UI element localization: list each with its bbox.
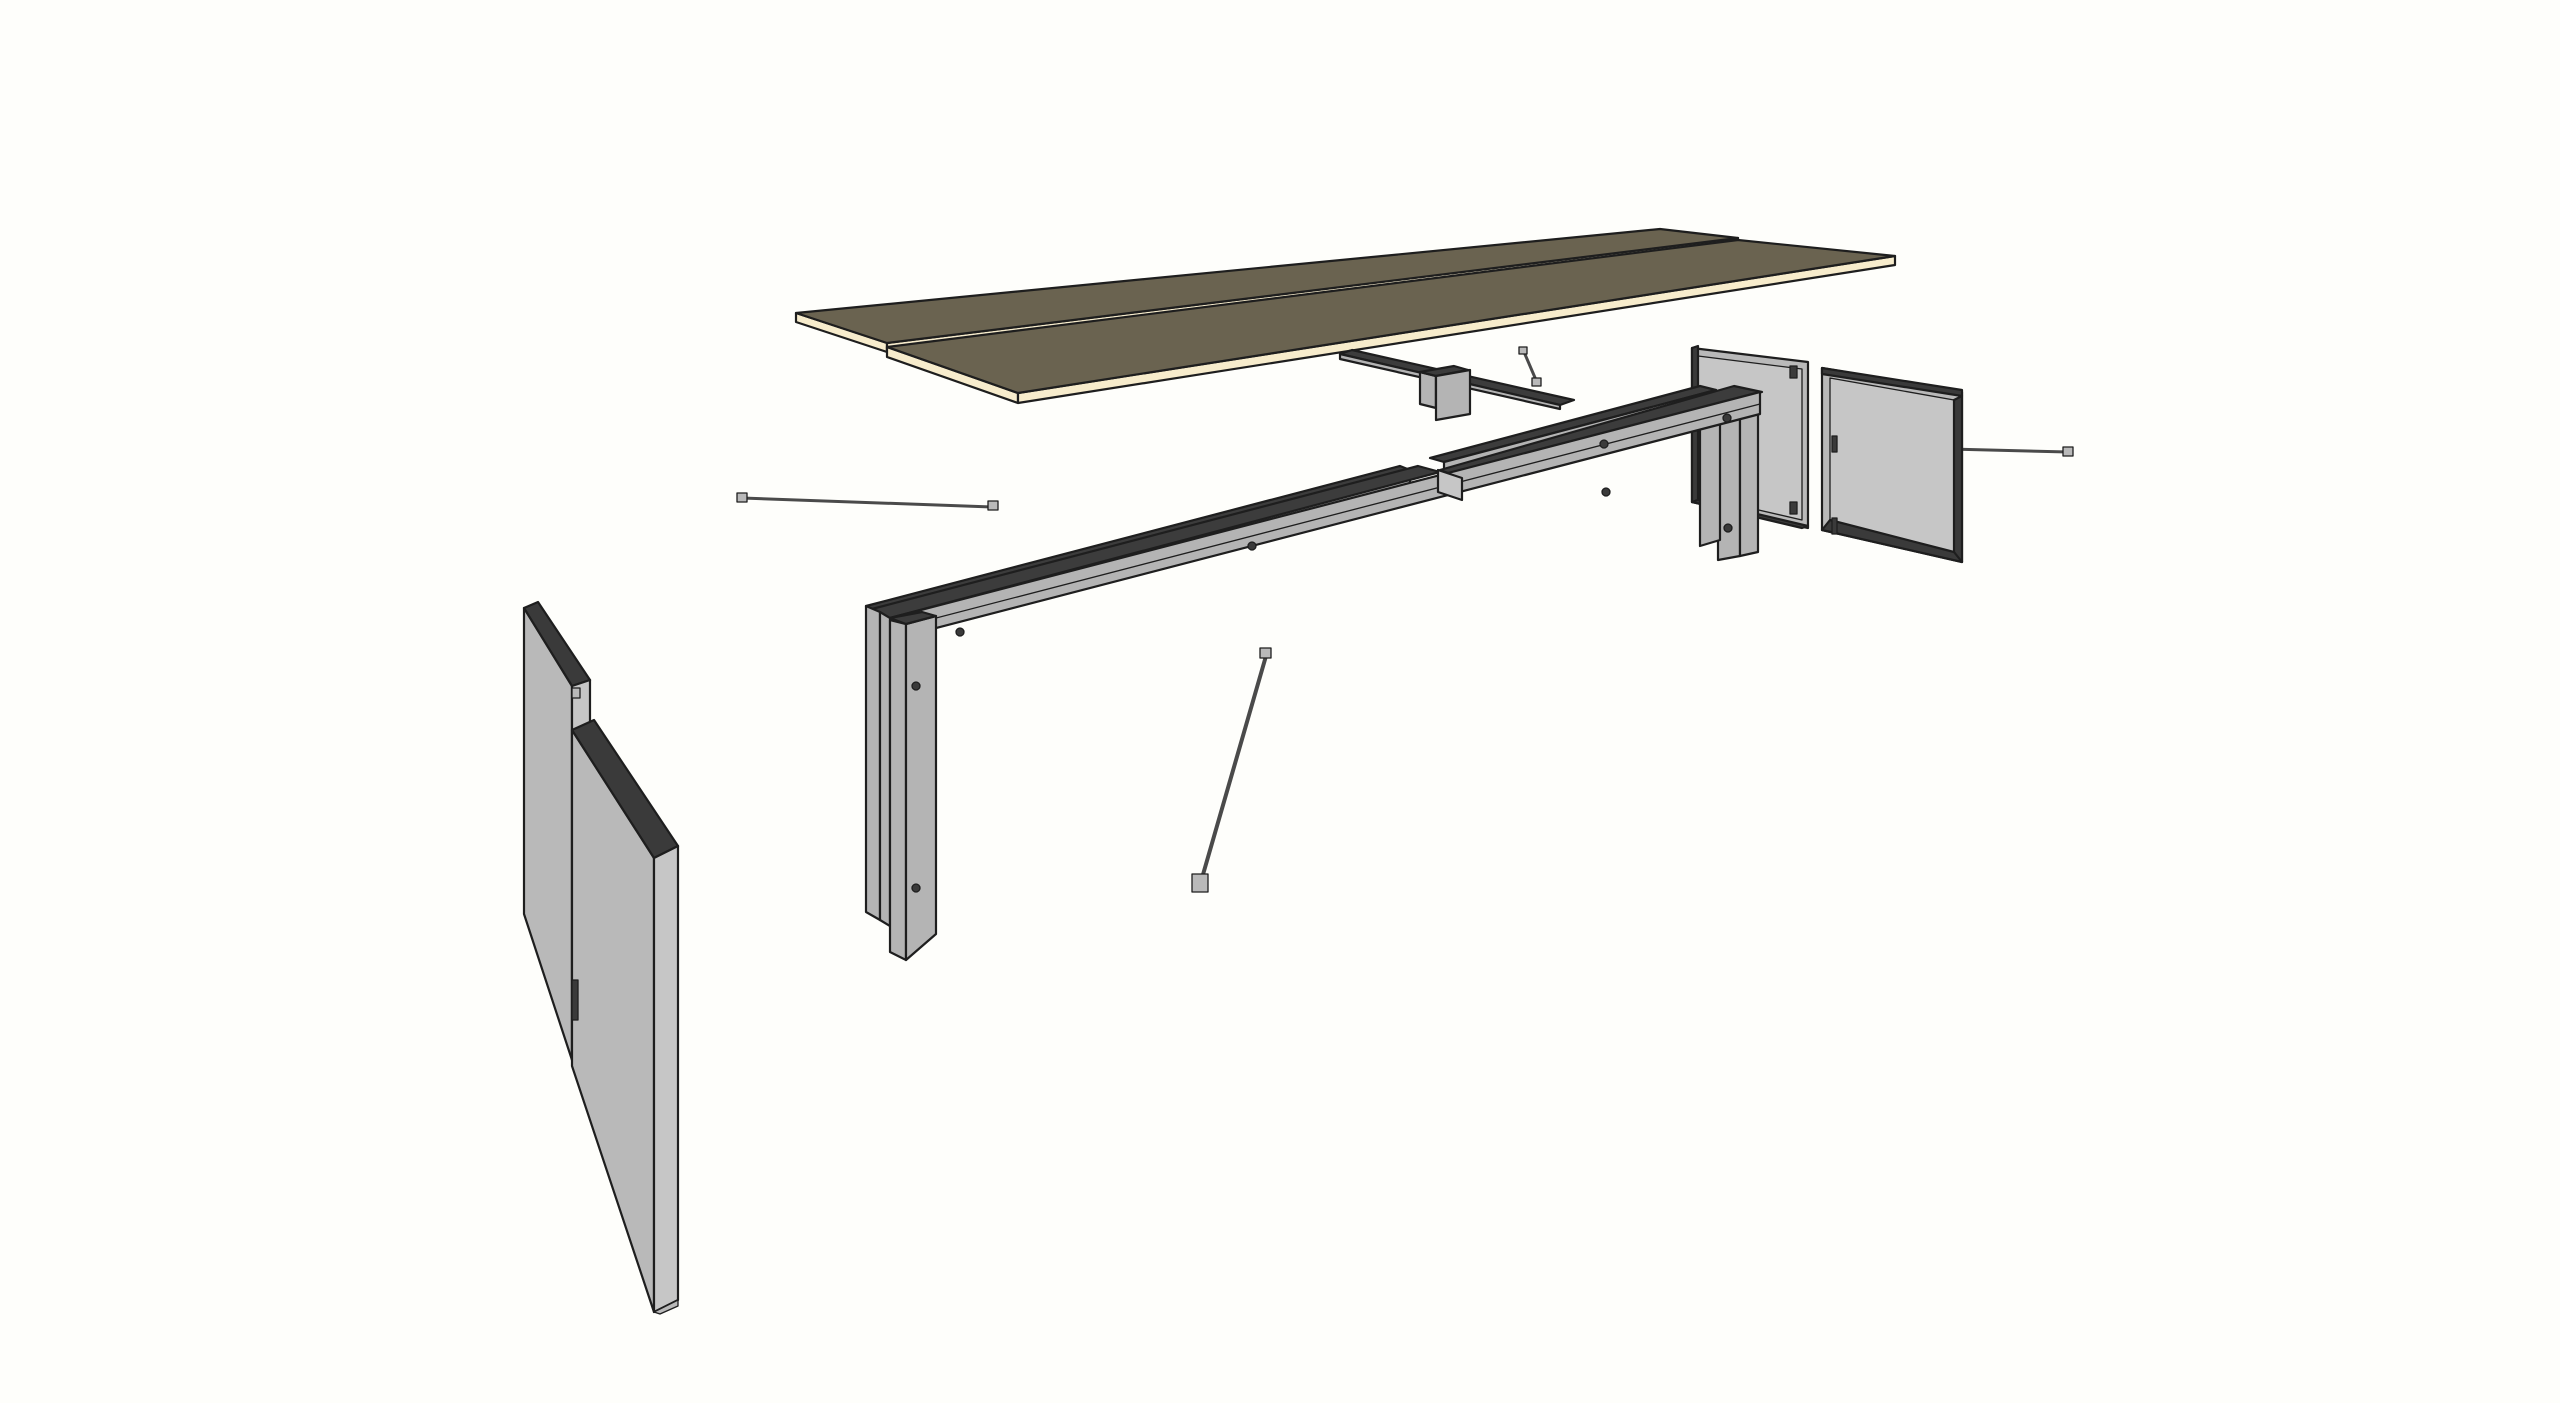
tabletop-right-half (885, 238, 1897, 405)
long-beam-frame (864, 384, 1764, 962)
frame-bolt-holes (911, 413, 1733, 893)
small-pin (1518, 346, 1542, 387)
left-leg-panel-front (570, 718, 680, 1315)
tie-rod-left (736, 492, 999, 511)
frame-left-legs (864, 604, 938, 962)
tabletop (794, 227, 1897, 405)
beam-front-rail (866, 384, 1764, 642)
center-bracket (1338, 348, 1576, 422)
frame-right-legs (1698, 388, 1760, 562)
right-end-panel-front (1820, 366, 1964, 564)
tie-rod-center (1191, 647, 1272, 893)
